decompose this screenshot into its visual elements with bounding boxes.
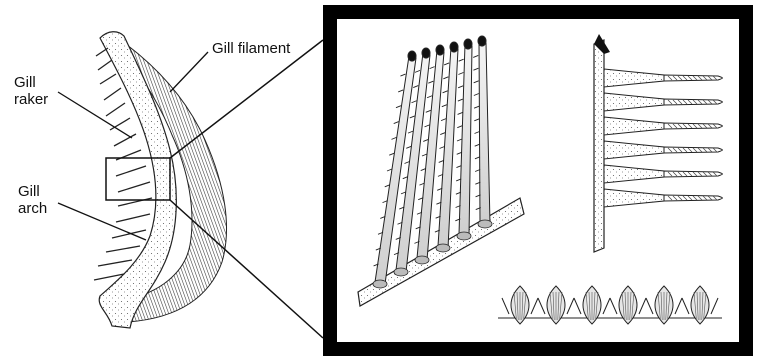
- gill-raker-label-line1: Gill: [14, 74, 48, 91]
- gill-raker-label: Gill raker: [14, 74, 48, 108]
- gill-arch-label-line1: Gill: [18, 183, 47, 200]
- gill-arch-leader: [58, 203, 146, 240]
- gill-arch-drawing: [94, 32, 227, 328]
- front-arch-rod: [594, 40, 604, 252]
- gill-arch-label-line2: arch: [18, 200, 47, 217]
- gill-filament-leader: [170, 52, 208, 92]
- gill-arch-label: Gill arch: [18, 183, 47, 217]
- gill-filament-label: Gill filament: [212, 40, 290, 57]
- gill-raker-leader: [58, 92, 132, 138]
- magnified-panel: [330, 12, 746, 349]
- gill-raker-label-line2: raker: [14, 91, 48, 108]
